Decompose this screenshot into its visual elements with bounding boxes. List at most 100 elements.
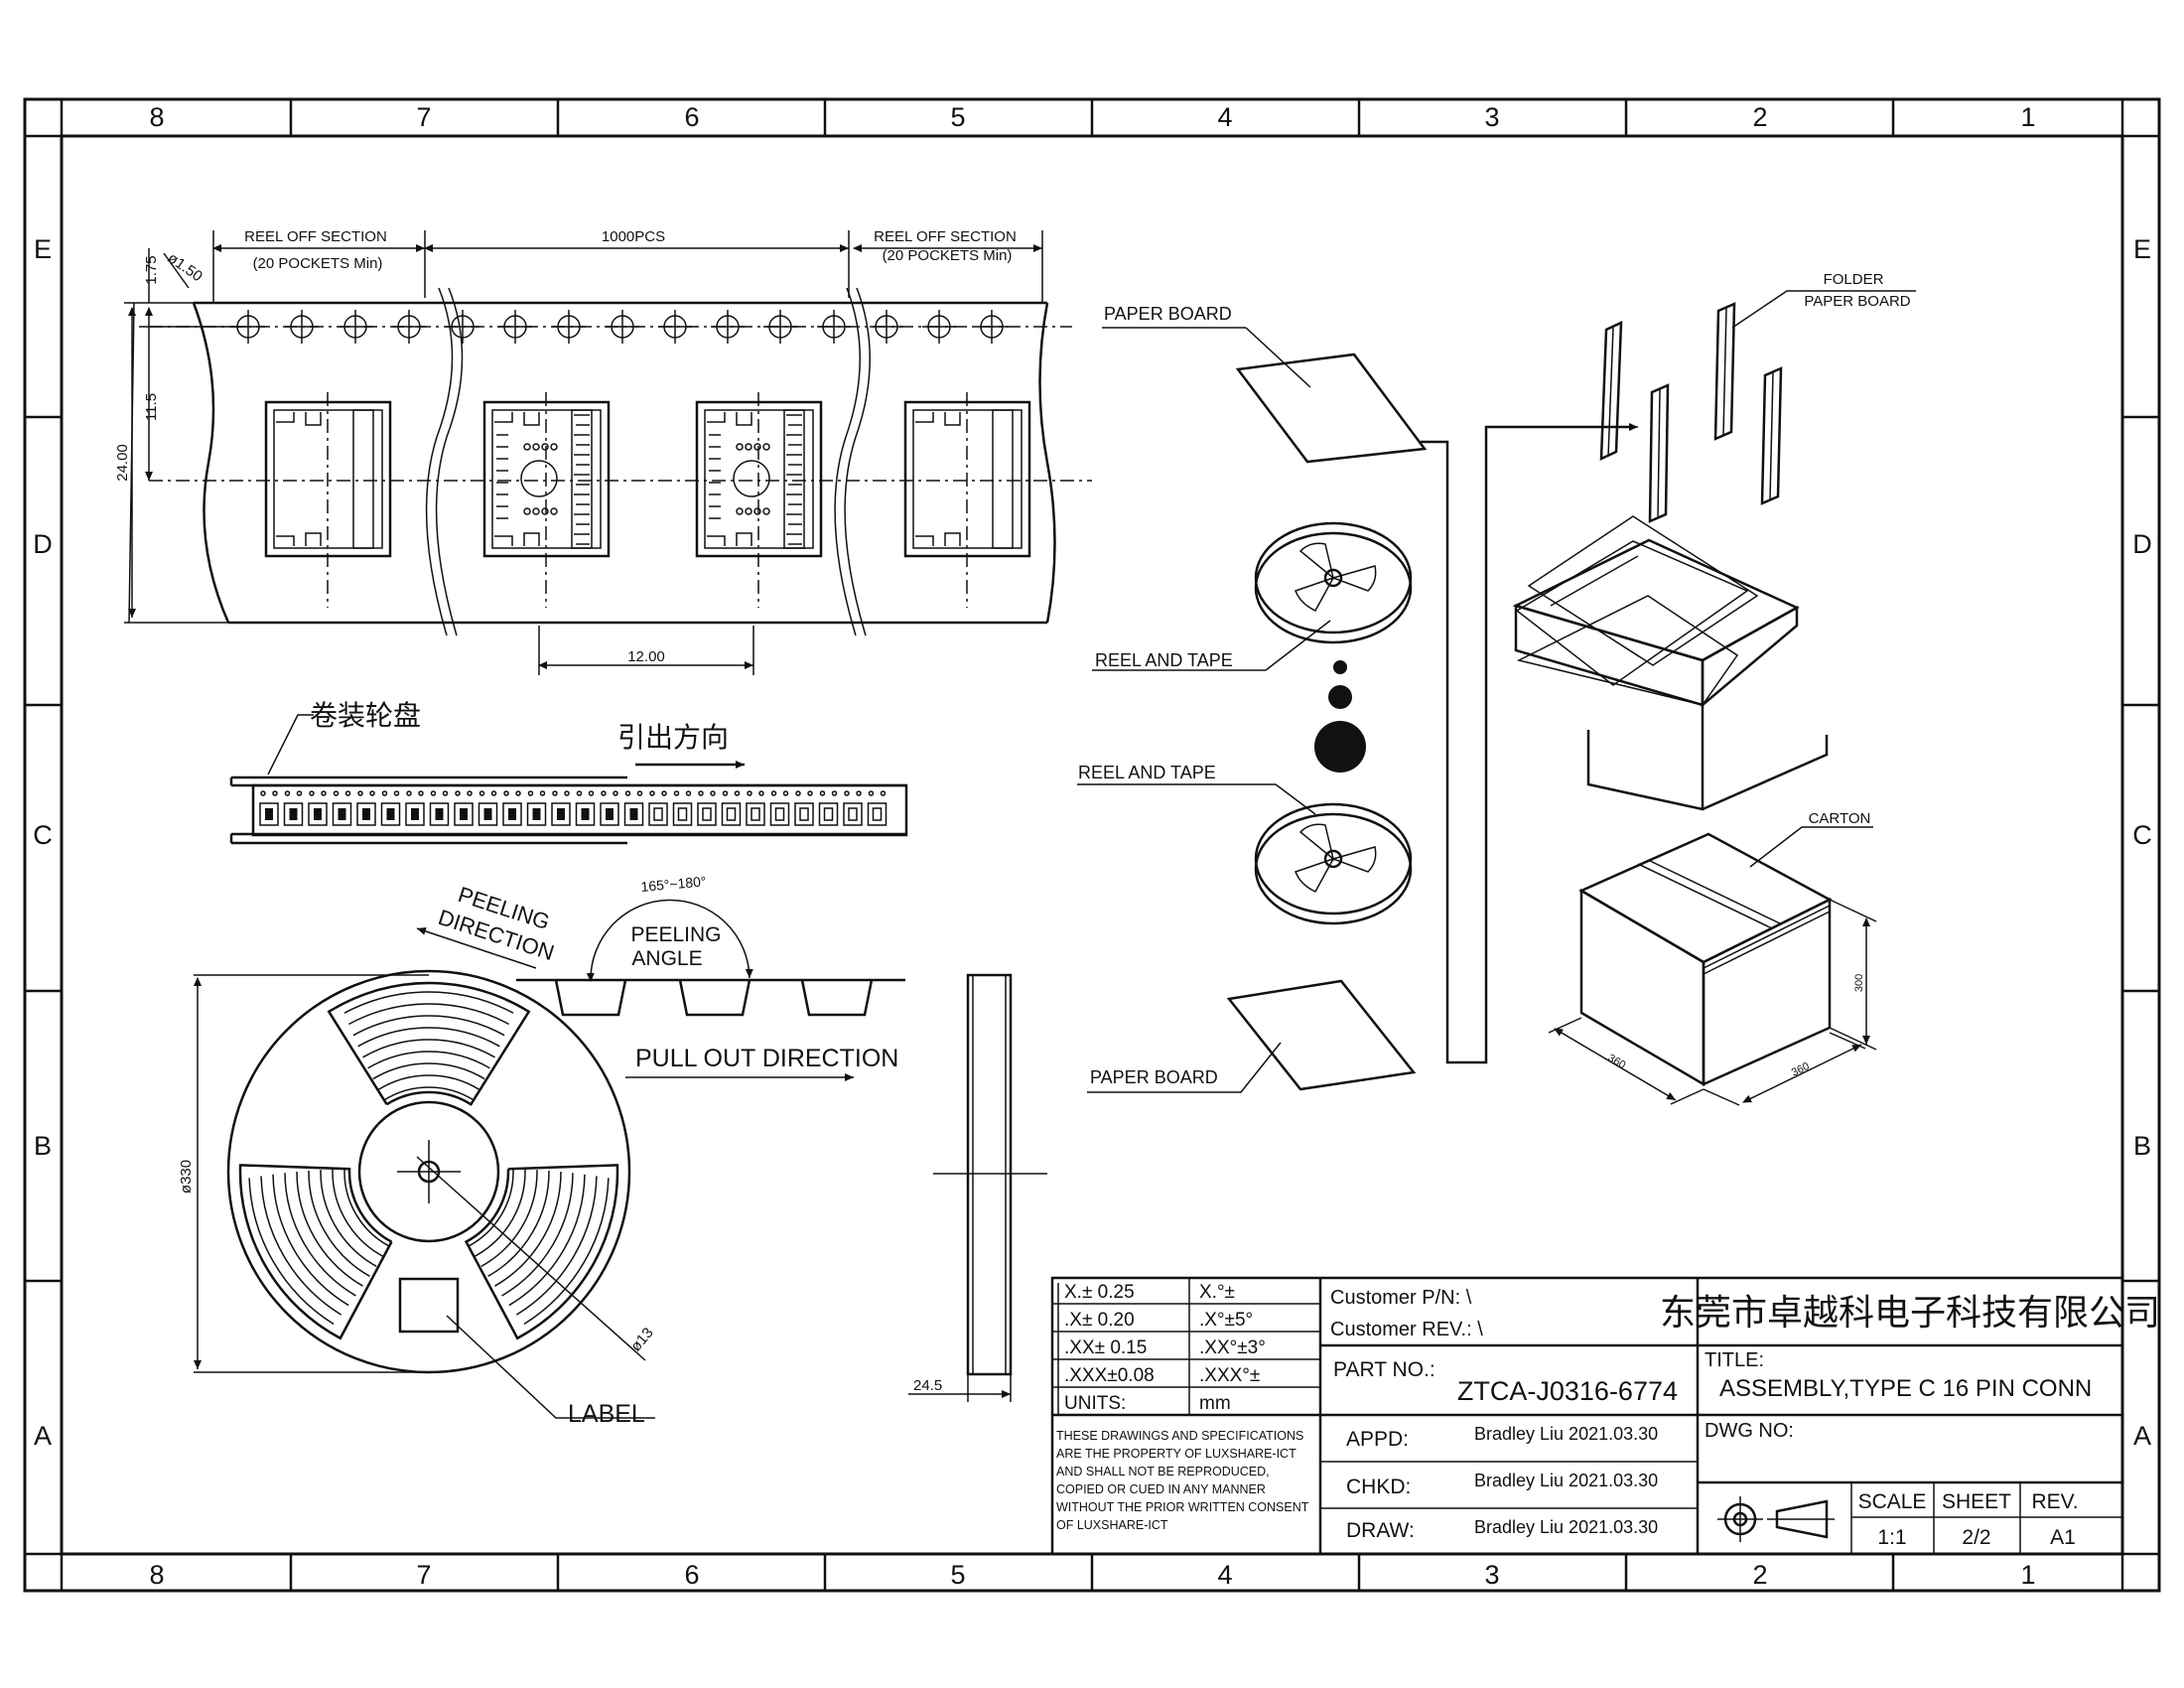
strip-pocket xyxy=(600,802,619,826)
appd-label: APPD: xyxy=(1346,1428,1409,1451)
dim-175: 1.75 xyxy=(143,255,160,284)
tape-pocket xyxy=(695,392,823,608)
carton-length: 360 xyxy=(1606,1053,1628,1072)
zone-col-label: 5 xyxy=(950,1560,965,1590)
strip-pocket xyxy=(818,802,839,826)
zone-col-label: 1 xyxy=(2020,102,2035,132)
pull-out-label: PULL OUT DIRECTION xyxy=(635,1045,898,1072)
zone-row-label: D xyxy=(2132,529,2152,559)
notice-line: AND SHALL NOT BE REPRODUCED, xyxy=(1056,1465,1270,1478)
notice-line: WITHOUT THE PRIOR WRITTEN CONSENT xyxy=(1056,1500,1309,1514)
zone-row-label: B xyxy=(34,1131,52,1161)
reel-window xyxy=(464,1164,619,1340)
dim-hole: ø1.50 xyxy=(165,249,205,285)
packaging-text: PAPER BOARD REEL AND TAPE REEL AND TAPE … xyxy=(1078,271,1911,1087)
draw-value: Bradley Liu 2021.03.30 xyxy=(1474,1517,1658,1537)
tape-pocket xyxy=(264,392,392,608)
reel-window xyxy=(327,981,531,1106)
strip-pocket xyxy=(648,802,668,826)
zone-col-label: 8 xyxy=(149,102,164,132)
zone-row-label: E xyxy=(2133,234,2151,264)
chkd-label: CHKD: xyxy=(1346,1476,1411,1498)
strip-pocket xyxy=(308,802,328,826)
carton-width: 360 xyxy=(1790,1060,1812,1079)
zone-col-label: 4 xyxy=(1217,102,1232,132)
sheet-value: 2/2 xyxy=(1962,1526,1990,1549)
dim-pitch: 12.00 xyxy=(627,648,665,665)
carton-label: CARTON xyxy=(1809,810,1871,827)
reel-outer-dia: ø330 xyxy=(178,1160,195,1194)
reel-side-view xyxy=(908,973,1047,1402)
tolerance-linear: .XXX±0.08 xyxy=(1064,1365,1155,1386)
strip-pocket xyxy=(259,802,279,826)
title-block-text: Customer P/N: \ Customer REV.: \ PART NO… xyxy=(1330,1287,2160,1549)
rev-value: A1 xyxy=(2050,1526,2076,1549)
reel-off-left-sub: (20 POCKETS Min) xyxy=(253,255,383,272)
open-box xyxy=(1512,515,1829,811)
tolerance-angular: .XX°±3° xyxy=(1199,1337,1266,1358)
company-name: 东莞市卓越科电子科技有限公司 xyxy=(1660,1292,2160,1333)
draw-label: DRAW: xyxy=(1346,1519,1415,1542)
strip-pocket xyxy=(575,802,596,826)
zone-col-label: 7 xyxy=(416,1560,431,1590)
zone-col-label: 6 xyxy=(684,1560,699,1590)
folder-paper-boards xyxy=(1599,290,1916,523)
notice-line: THESE DRAWINGS AND SPECIFICATIONS xyxy=(1056,1429,1303,1443)
packaging-view xyxy=(1077,290,1916,1106)
paper-board-bottom-label: PAPER BOARD xyxy=(1090,1067,1218,1087)
chkd-value: Bradley Liu 2021.03.30 xyxy=(1474,1471,1658,1490)
reel-and-tape-2 xyxy=(1254,802,1413,925)
zone-row-label: D xyxy=(33,529,53,559)
notice-line: COPIED OR CUED IN ANY MANNER xyxy=(1056,1482,1266,1496)
reel-hub-dia: ø13 xyxy=(627,1325,657,1355)
carrier-tape-view xyxy=(124,230,1092,675)
peel-angle-range: 165°~180° xyxy=(640,873,707,895)
tape-dimension-text: REEL OFF SECTION (20 POCKETS Min) 1000PC… xyxy=(114,228,1017,665)
projection-symbol-icon xyxy=(1717,1496,1835,1542)
appd-value: Bradley Liu 2021.03.30 xyxy=(1474,1424,1658,1444)
reel-and-tape-label-1: REEL AND TAPE xyxy=(1095,650,1233,670)
strip-pocket xyxy=(843,802,863,826)
zone-col-label: 2 xyxy=(1752,1560,1767,1590)
strip-pocket xyxy=(672,802,693,826)
zone-row-label: A xyxy=(2133,1421,2151,1451)
strip-pocket xyxy=(697,802,717,826)
reel-off-right-label: REEL OFF SECTION xyxy=(874,228,1017,245)
title-block xyxy=(1050,1276,2124,1556)
zone-col-label: 3 xyxy=(1484,1560,1499,1590)
tolerance-linear: .XX± 0.15 xyxy=(1064,1337,1147,1358)
zone-col-label: 4 xyxy=(1217,1560,1232,1590)
strip-pocket xyxy=(332,802,352,826)
zone-col-label: 2 xyxy=(1752,102,1767,132)
peeling-angle-1: PEELING xyxy=(630,923,721,946)
zone-col-label: 3 xyxy=(1484,102,1499,132)
tape-pocket xyxy=(482,392,611,608)
reel-off-right-sub: (20 POCKETS Min) xyxy=(883,247,1013,264)
tolerance-angular: X.°± xyxy=(1199,1282,1235,1303)
tolerance-angular: .XXX°± xyxy=(1199,1365,1260,1386)
reel-window xyxy=(238,1164,393,1340)
paper-board-top xyxy=(1235,352,1428,464)
scale-label: SCALE xyxy=(1858,1490,1927,1513)
strip-pocket xyxy=(867,802,887,826)
strip-pocket xyxy=(551,802,571,826)
peeling-angle-2: ANGLE xyxy=(631,947,702,970)
strip-pocket xyxy=(283,802,304,826)
strip-pocket xyxy=(454,802,474,826)
zone-col-label: 7 xyxy=(416,102,431,132)
strip-pocket xyxy=(526,802,547,826)
zone-col-label: 5 xyxy=(950,102,965,132)
zone-col-label: 1 xyxy=(2020,1560,2035,1590)
zone-row-label: C xyxy=(33,820,53,850)
scale-value: 1:1 xyxy=(1877,1526,1906,1549)
reel-label-text: LABEL xyxy=(568,1400,645,1428)
zone-col-label: 6 xyxy=(684,102,699,132)
paper-board-top-label: PAPER BOARD xyxy=(1104,304,1232,324)
tolerance-angular: .X°±5° xyxy=(1199,1310,1253,1331)
strip-pocket xyxy=(478,802,498,826)
zone-row-label: B xyxy=(2133,1131,2151,1161)
